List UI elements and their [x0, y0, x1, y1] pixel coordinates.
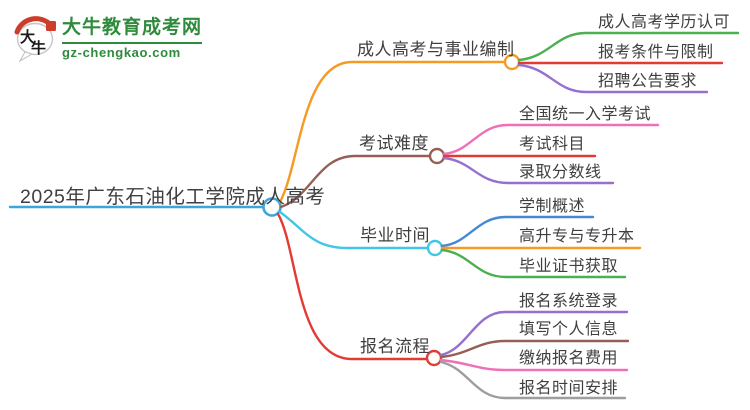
child-label-gaoshengzhuan: 高升专与专升本	[519, 228, 635, 245]
branch-label-graduation-time: 毕业时间	[360, 226, 430, 245]
logo-site-name: 大牛教育成考网	[62, 12, 203, 44]
branch-label-signup-process: 报名流程	[360, 337, 430, 356]
logo-char-niu: 牛	[31, 39, 46, 57]
branch3-line	[278, 210, 430, 250]
branch1-child1-line	[517, 31, 740, 62]
branch2-line	[279, 154, 432, 209]
branch2-node-circle	[428, 147, 446, 165]
branch1-line	[278, 60, 507, 204]
logo-text-block: 大牛教育成考网 gz-chengkao.com	[62, 12, 203, 60]
root-topic-label: 2025年广东石油化工学院成人高考	[20, 186, 326, 208]
branch2-child1-line	[442, 123, 660, 156]
logo-site-url: gz-chengkao.com	[62, 45, 181, 60]
branch4-child1-line	[439, 310, 629, 357]
branch3-child3-line	[440, 248, 627, 279]
branch4-child3-line	[439, 358, 629, 372]
child-label-schooling-overview: 学制概述	[519, 198, 586, 215]
branch-label-exam-difficulty: 考试难度	[359, 134, 429, 153]
child-label-apply-conditions: 报考条件与限制	[598, 44, 714, 61]
child-label-personal-info: 填写个人信息	[519, 321, 619, 338]
child-label-diploma-obtain: 毕业证书获取	[519, 258, 619, 275]
logo-char-da: 大	[20, 28, 35, 46]
branch3-node-circle	[426, 239, 444, 257]
branch2-child3-line	[442, 156, 615, 185]
branch4-child2-line	[439, 339, 630, 359]
branch4-child4-line	[439, 360, 627, 400]
child-label-admission-score: 录取分数线	[519, 164, 602, 181]
daniu-speech-bubble-icon: 大 牛	[14, 16, 56, 62]
child-label-degree-recognition: 成人高考学历认可	[598, 14, 731, 31]
child-label-national-exam: 全国统一入学考试	[519, 106, 652, 123]
branch4-line	[276, 212, 429, 361]
branch-label-adult-exam-career: 成人高考与事业编制	[357, 40, 515, 59]
child-label-pay-fee: 缴纳报名费用	[519, 350, 619, 367]
child-label-system-login: 报名系统登录	[519, 293, 619, 310]
branch1-child3-line	[517, 63, 709, 94]
child-label-signup-schedule: 报名时间安排	[519, 380, 619, 397]
branch3-child1-line	[440, 215, 595, 248]
child-label-exam-subjects: 考试科目	[519, 136, 586, 153]
child-label-recruit-requirements: 招聘公告要求	[598, 73, 698, 90]
site-logo: 大 牛 大牛教育成考网 gz-chengkao.com	[13, 12, 203, 62]
